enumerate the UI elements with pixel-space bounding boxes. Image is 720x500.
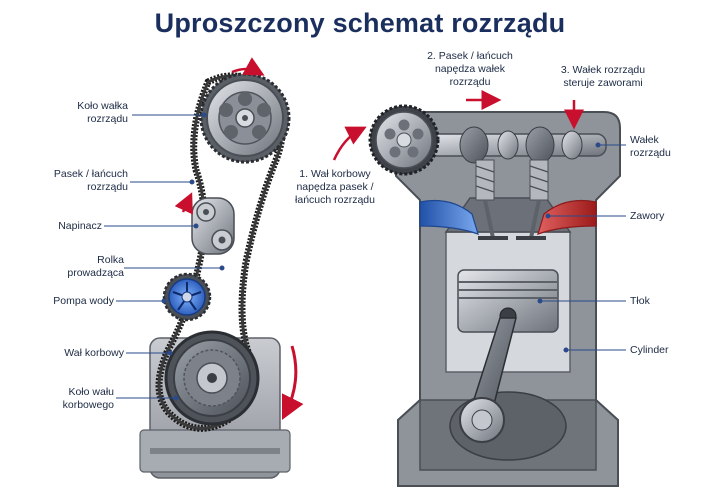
intake-port <box>419 199 479 235</box>
camshaft <box>427 126 607 164</box>
left-leader-lines <box>104 112 225 401</box>
step-1-caption: 1. Wał korbowy napędza pasek / łańcuch r… <box>295 168 375 206</box>
label-camshaft: Wałek rozrządu <box>630 134 671 159</box>
label-camshaft-pulley: Koło wałka rozrządu <box>77 100 128 125</box>
label-piston: Tłok <box>630 295 650 307</box>
rotation-arrow-crank <box>281 345 304 421</box>
water-pump <box>162 272 212 322</box>
valves <box>475 159 549 240</box>
connecting-rod <box>459 317 517 443</box>
label-valves: Zawory <box>630 210 665 222</box>
label-idler-pulley: Rolka prowadząca <box>67 254 124 279</box>
camshaft-pulley <box>199 72 291 164</box>
label-belt-chain: Pasek / łańcuch rozrządu <box>53 168 128 193</box>
camshaft-sprocket <box>368 104 440 176</box>
label-tensioner: Napinacz <box>58 220 102 232</box>
rotation-arrow-top <box>231 57 265 76</box>
label-crankshaft: Wał korbowy <box>64 347 124 359</box>
diagram-title: Uproszczony schemat rozrządu <box>154 8 566 38</box>
right-leader-lines <box>537 142 626 353</box>
tensioner <box>191 197 235 255</box>
label-cylinder: Cylinder <box>630 344 669 356</box>
step-2-caption: 2. Pasek / łańcuch napędza wałek rozrząd… <box>427 50 513 88</box>
label-crankshaft-pulley: Koło wału korbowego <box>62 386 114 411</box>
tensioner-arrow <box>174 192 193 215</box>
label-water-pump: Pompa wody <box>53 295 114 307</box>
exhaust-port <box>537 199 597 235</box>
crankshaft-pulley <box>164 330 260 426</box>
drive-arrow <box>332 126 367 161</box>
step-3-caption: 3. Wałek rozrządu steruje zaworami <box>560 64 646 89</box>
piston <box>457 269 559 333</box>
